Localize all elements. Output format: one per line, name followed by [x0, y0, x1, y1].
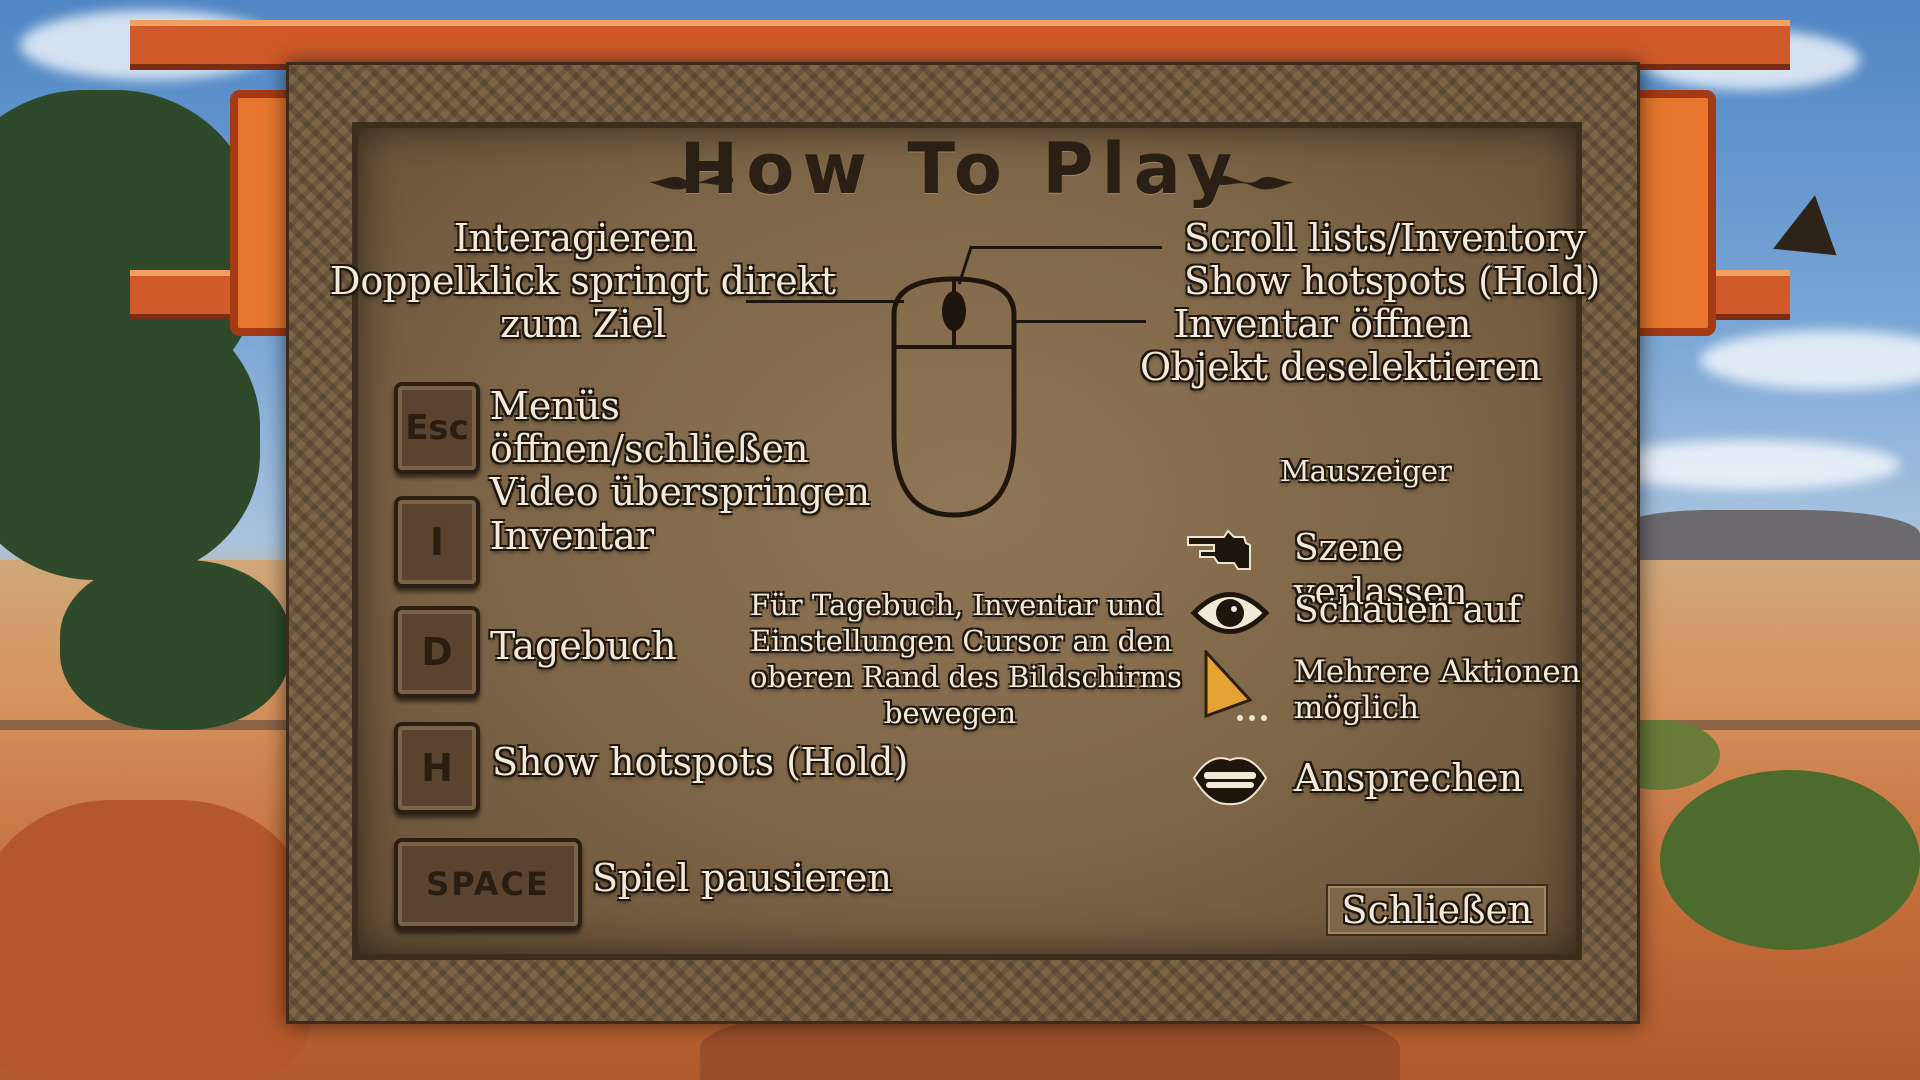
d-key-label: Tagebuch: [490, 624, 677, 668]
cursor-dots-label: Mehrere Aktionen: [1294, 654, 1581, 690]
close-button[interactable]: Schließen: [1326, 884, 1548, 936]
hint-text-line-4: bewegen: [883, 696, 1017, 730]
space-key: SPACE: [394, 838, 582, 930]
page-title: How To Play: [679, 128, 1241, 210]
right-click-label: Inventar öffnen: [1174, 302, 1472, 346]
esc-key: Esc: [394, 382, 480, 474]
mouth-icon: [1190, 748, 1270, 808]
pointing-hand-label: Szene: [1294, 528, 1404, 569]
flourish-left-icon: [649, 175, 733, 190]
tree: [60, 560, 290, 730]
d-key: D: [394, 606, 480, 698]
space-key-label: Spiel pausieren: [592, 856, 892, 900]
left-click-connector: [746, 300, 904, 303]
hint-text-line-3: oberen Rand des Bildschirms: [750, 660, 1182, 694]
esc-key-label: Menüs: [490, 384, 620, 428]
cloud: [1600, 440, 1900, 490]
cloud: [1700, 330, 1920, 390]
eye-icon: [1190, 584, 1270, 642]
left-click-label-2: Doppelklick springt direkt: [329, 259, 837, 303]
left-click-label: Interagieren: [453, 216, 697, 260]
rock: [0, 800, 310, 1080]
hint-text-line-1: Für Tagebuch, Inventar und: [750, 588, 1163, 622]
h-key: H: [394, 722, 480, 814]
left-click-label-3: zum Ziel: [500, 302, 666, 346]
cursor-dots-label-2: möglich: [1294, 690, 1420, 726]
bush: [1660, 770, 1920, 950]
hint-text-line-2: Einstellungen Cursor an den: [750, 624, 1173, 658]
eye-label: Schauen auf: [1294, 590, 1521, 631]
flourish-right-icon: [1210, 175, 1294, 190]
pointing-hand-label-2: verlassen: [1294, 572, 1468, 613]
i-key-label: Inventar: [490, 514, 655, 558]
mouse-icon: [891, 276, 1017, 518]
wheel-label-2: Show hotspots (Hold): [1184, 259, 1601, 303]
esc-key-label-2: öffnen/schließen: [490, 427, 809, 471]
wheel-label: Scroll lists/Inventory: [1184, 216, 1586, 260]
tree: [0, 300, 260, 580]
esc-key-label-3: Video überspringen: [490, 470, 871, 514]
pointing-hand-icon: [1180, 520, 1260, 576]
right-click-connector: [1014, 320, 1146, 323]
wheel-connector: [972, 246, 1162, 249]
cursor-dots-icon: [1200, 650, 1270, 722]
mouth-label: Ansprechen: [1294, 756, 1524, 800]
i-key: I: [394, 496, 480, 588]
cursor-legend-heading: Mauszeiger: [1280, 454, 1452, 488]
h-key-label: Show hotspots (Hold): [492, 740, 909, 784]
right-click-label-2: Objekt deselektieren: [1140, 345, 1542, 389]
